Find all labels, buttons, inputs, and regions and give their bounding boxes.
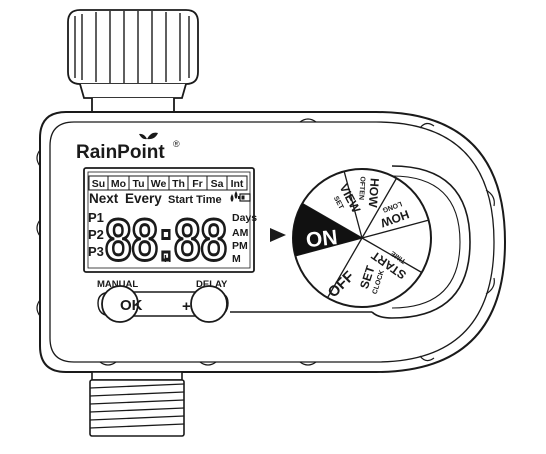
ok-label: OK [120,297,143,314]
top-connector-nut [67,9,199,113]
battery-icon [238,193,251,202]
day-label-fr: Fr [192,178,203,190]
program-p2: P2 [88,227,104,242]
next-label: Next [89,191,119,206]
day-label-mo: Mo [111,178,126,190]
manual-ok-button[interactable]: OK [101,285,143,323]
brand-name: RainPoint [76,142,165,163]
delay-label: DELAY [196,279,228,290]
day-label-int: Int [231,178,244,190]
day-label-sa: Sa [211,178,224,190]
leaf-icon [139,132,158,140]
day-label-su: Su [92,178,105,190]
dial-divider-7 [326,237,363,299]
how-often-sub-label: OFTEN [357,176,366,200]
day-label-tu: Tu [132,178,144,190]
bottom-outlet [89,371,185,437]
brand-logo: RainPoint ® [76,132,180,163]
plus-label: + [182,298,191,315]
pm-unit: PM [232,240,248,252]
button-area: MANUAL DELAY OK + [97,279,229,323]
pointer-arrow-icon [270,228,286,242]
on-segment[interactable] [292,203,362,256]
days-unit: Days [232,212,257,224]
delay-button[interactable] [190,285,228,323]
registered-mark: ® [173,139,180,149]
every-label: Every [125,191,162,206]
am-unit: AM [232,227,249,239]
dial-divider-2 [361,219,429,239]
program-p1: P1 [88,210,104,225]
hour-marker: H [164,254,171,265]
day-row: Su Mo Tu We Th Fr Sa Int [88,175,248,191]
dial-divider-4 [343,171,363,239]
water-drop-icon [230,191,238,202]
start-time-label: Start Time [168,194,222,206]
how-often-position[interactable]: HOW OFTEN [357,176,382,209]
dial-divider-3 [361,177,398,239]
on-label: ON [305,226,339,252]
day-label-we: We [151,178,167,190]
program-p3: P3 [88,244,104,259]
dial-divider-1 [361,237,423,274]
m-unit: M [232,253,241,265]
day-label-th: Th [172,178,185,190]
manual-label: MANUAL [97,279,138,290]
how-often-label: HOW [366,178,382,209]
day-box-int [226,175,248,191]
rotary-dial[interactable]: ON OFF VIEW SET HOW OFTEN HOW LONG START… [292,168,432,308]
time-digits: 88:88 [105,208,227,273]
